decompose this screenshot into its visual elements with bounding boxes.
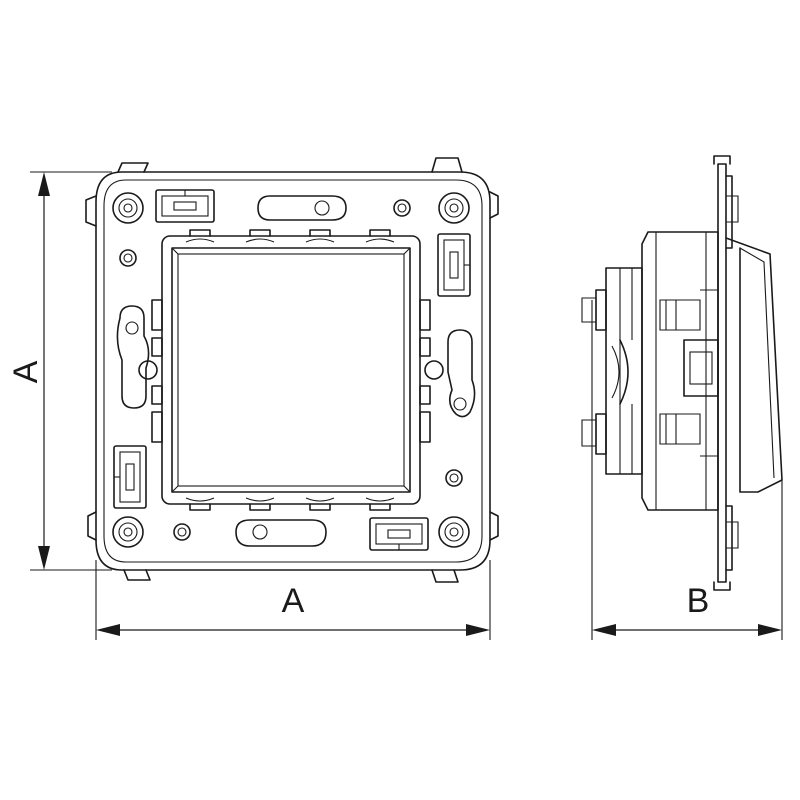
dimension-label-depth: B <box>687 582 710 620</box>
front-view-mounting-frame <box>85 157 499 583</box>
side-view-profile <box>581 155 783 591</box>
dimension-width <box>95 560 491 640</box>
screw-hole-top-left <box>112 192 144 224</box>
dimension-label-width: A <box>282 582 305 620</box>
dimension-label-height: A <box>7 360 45 383</box>
dimension-height <box>30 171 112 571</box>
terminal-left <box>113 445 147 509</box>
rocker-button-face <box>171 247 411 493</box>
terminal-right <box>437 233 471 297</box>
dimension-depth <box>591 300 783 640</box>
terminal-bottom <box>369 517 429 551</box>
screw-hole-top-right <box>438 192 470 224</box>
screw-hole-bottom-left <box>112 516 144 548</box>
terminal-top <box>155 189 215 223</box>
screw-hole-bottom-right <box>438 516 470 548</box>
